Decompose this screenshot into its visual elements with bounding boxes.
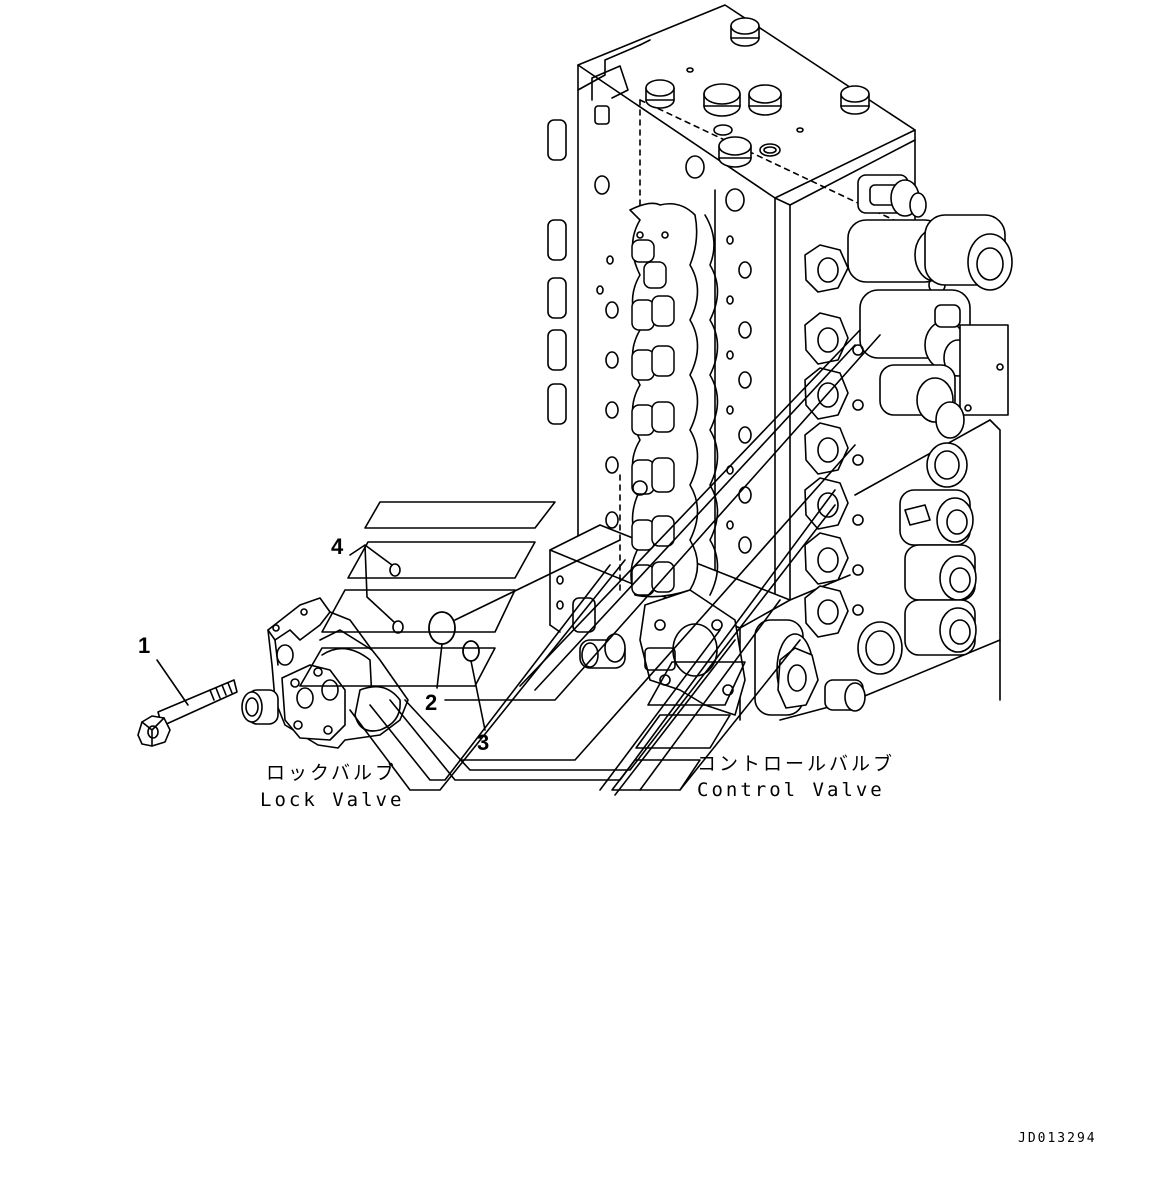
assembly-guide-lines (299, 329, 881, 796)
lock-valve-label-en: Lock Valve (260, 789, 405, 811)
o-ring-part-4 (389, 563, 404, 634)
lock-valve (241, 597, 409, 749)
bolt-part-1 (137, 679, 238, 747)
callout-2: 2 (425, 690, 438, 715)
o-ring-part-2 (428, 611, 456, 645)
o-ring-part-3 (462, 640, 480, 662)
drawing-id: JD013294 (1018, 1131, 1097, 1146)
hex-plug-column (804, 244, 864, 638)
control-valve-label-en: Control Valve (697, 779, 885, 801)
leader-lines (156, 539, 621, 731)
control-valve-label-jp: コントロールバルブ (697, 753, 896, 775)
callout-3: 3 (477, 730, 490, 755)
solenoid-units (847, 174, 1013, 656)
lock-valve-label-jp: ロックバルブ (266, 762, 398, 784)
callout-1: 1 (138, 633, 151, 658)
control-valve-assembly (547, 4, 1013, 721)
callout-4: 4 (331, 534, 344, 559)
